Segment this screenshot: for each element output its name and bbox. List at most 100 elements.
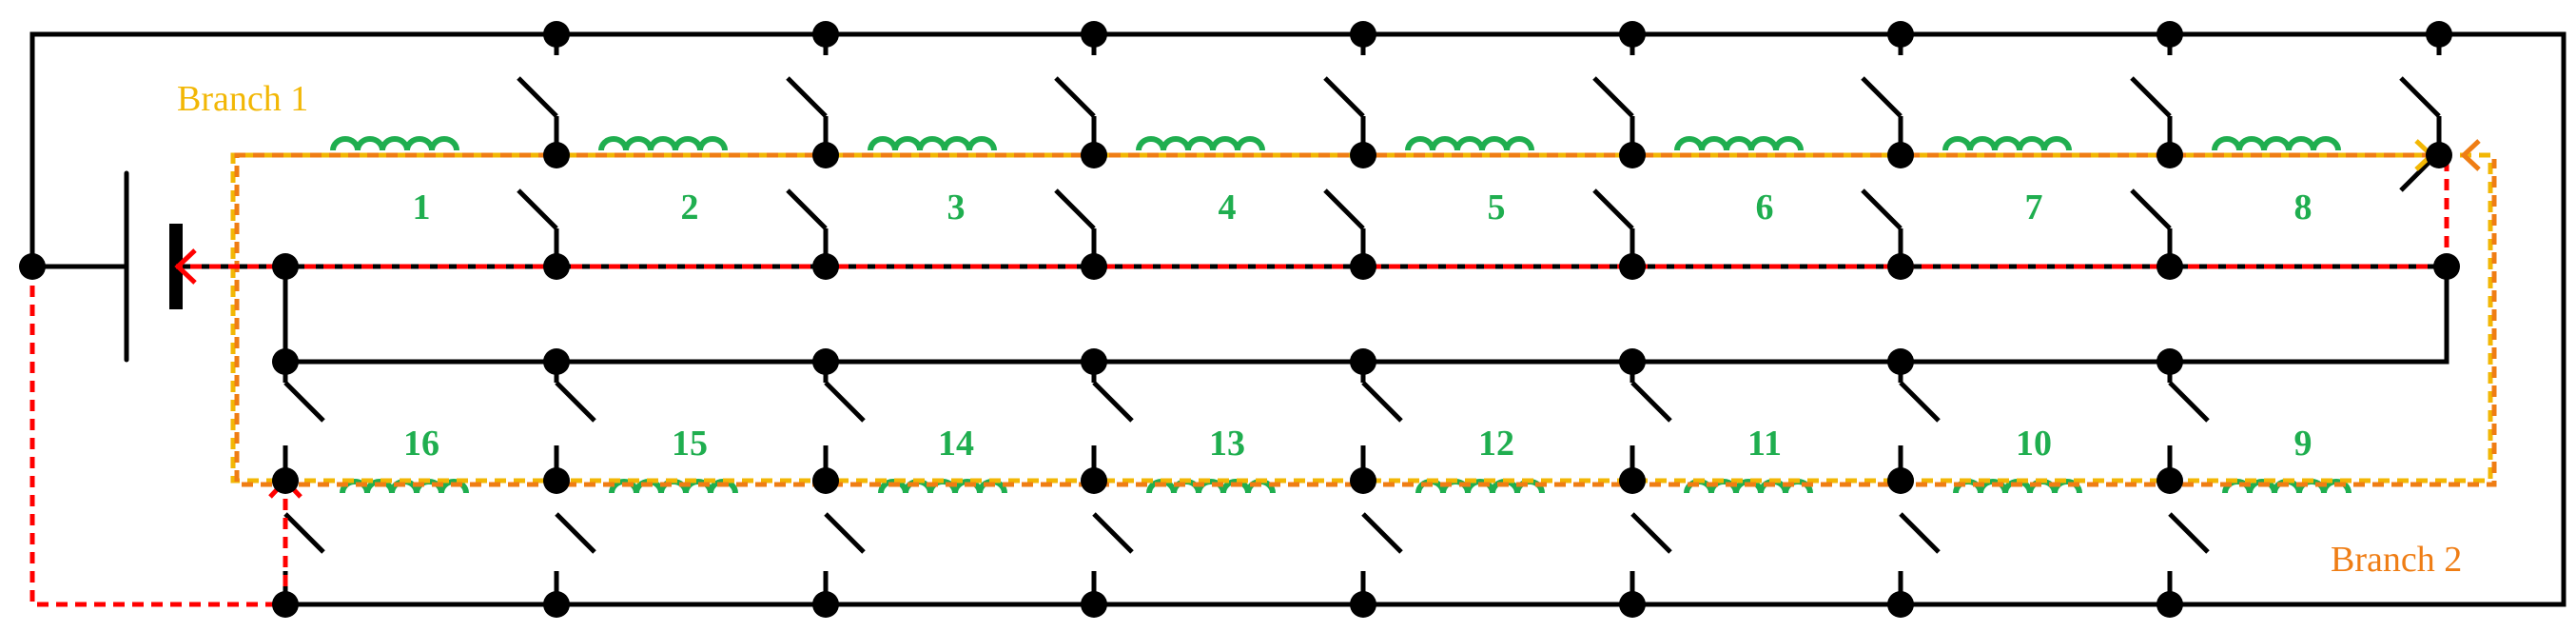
top-coil: [1674, 136, 1804, 151]
junction-node: [272, 348, 299, 375]
coil-label-top: 3: [947, 188, 966, 227]
junction-node: [543, 142, 570, 168]
bottom-switch-blade: [1092, 512, 1134, 554]
top-coil: [1136, 136, 1265, 151]
junction-node: [1081, 348, 1107, 375]
coil-label-top: 5: [1488, 188, 1506, 227]
mid-switch-blade: [1861, 188, 1903, 230]
junction-node: [19, 253, 46, 280]
middle-bus-wire: [283, 264, 2449, 365]
junction-node: [1081, 253, 1107, 280]
bottom-switch-blade: [1899, 512, 1941, 554]
bottom-switch-blade: [555, 512, 596, 554]
branch-2-path: [234, 152, 2497, 487]
mid-switch-blade: [1323, 188, 1365, 230]
mid-switch-blade: [1592, 188, 1634, 230]
junction-node: [543, 21, 570, 48]
junction-node: [812, 591, 839, 618]
bottom-switch-blade: [1361, 512, 1403, 554]
top-switch-blade: [1323, 76, 1365, 118]
junction-node: [2156, 253, 2183, 280]
bottom-coil: [1684, 479, 1813, 494]
top-coil: [1942, 136, 2072, 151]
top-rail-wire: [29, 31, 2566, 607]
junction-node: [272, 467, 299, 494]
junction-node: [2156, 591, 2183, 618]
junction-node: [1081, 591, 1107, 618]
junction-node: [2433, 253, 2460, 280]
junction-node: [812, 21, 839, 48]
junction-node: [812, 142, 839, 168]
coil-label-bottom: 10: [2016, 424, 2052, 464]
junction-node: [1619, 21, 1646, 48]
top-switch-blade: [1592, 76, 1634, 118]
junction-node: [1350, 591, 1376, 618]
circuit-wiring: [29, 31, 2566, 607]
junction-node: [272, 591, 299, 618]
junction-node: [1887, 467, 1914, 494]
junction-node: [1619, 253, 1646, 280]
junction-node: [1619, 591, 1646, 618]
junction-node: [1350, 348, 1376, 375]
branch-1-label: Branch 1: [177, 79, 308, 119]
bottom-coil: [1415, 479, 1545, 494]
junction-node: [1887, 591, 1914, 618]
junction-node: [543, 253, 570, 280]
junction-node: [812, 253, 839, 280]
bottom-switch-blade: [283, 512, 325, 554]
top-coil: [1405, 136, 1534, 151]
top-coil: [330, 136, 459, 151]
junction-node: [1887, 21, 1914, 48]
lower-switch-blade: [1092, 381, 1134, 423]
junction-node: [1081, 142, 1107, 168]
coil-label-bottom: 14: [938, 424, 974, 464]
coil-label-top: 8: [2294, 188, 2313, 227]
junction-node: [812, 348, 839, 375]
junction-node: [543, 591, 570, 618]
junction-node: [272, 253, 299, 280]
coil-label-top: 4: [1219, 188, 1237, 227]
top-switch-blade: [786, 76, 828, 118]
junction-node: [2156, 467, 2183, 494]
junction-node: [1081, 21, 1107, 48]
top-coil: [2212, 136, 2341, 151]
coil-label-bottom: 15: [672, 424, 708, 464]
junction-node: [1619, 142, 1646, 168]
mid-switch-blade: [517, 188, 558, 230]
lower-switch-blade: [1630, 381, 1672, 423]
top-switch-blade: [2399, 76, 2441, 118]
junction-node: [2156, 142, 2183, 168]
coil-label-top: 2: [681, 188, 699, 227]
lower-switch-blade: [555, 381, 596, 423]
top-coil: [598, 136, 728, 151]
mid-switch-blade: [1054, 188, 1096, 230]
coil-label-top: 1: [413, 188, 431, 227]
junction-node: [2156, 348, 2183, 375]
mid-switch-blade: [786, 188, 828, 230]
mid-switch-blade: [2130, 188, 2172, 230]
top-coil: [868, 136, 997, 151]
lower-switch-blade: [1361, 381, 1403, 423]
junction-node: [1350, 21, 1376, 48]
bottom-switch-blade: [2168, 512, 2210, 554]
branch-1-path: [230, 152, 2493, 484]
coil-label-top: 7: [2025, 188, 2043, 227]
junction-node: [2426, 142, 2452, 168]
branch-2-arrow: [2460, 139, 2481, 171]
junction-node: [1350, 467, 1376, 494]
junction-node: [1887, 253, 1914, 280]
current-paths: [29, 139, 2497, 607]
junction-node: [1350, 142, 1376, 168]
switch-array: [283, 34, 2442, 604]
current-arrow-left: [174, 248, 197, 285]
coil-label-bottom: 12: [1478, 424, 1514, 464]
junction-node: [812, 467, 839, 494]
current-source-path: [29, 267, 288, 607]
coil-label-bottom: 9: [2294, 424, 2313, 464]
junction-node: [1619, 467, 1646, 494]
coil-label-top: 6: [1756, 188, 1774, 227]
lower-switch-blade: [824, 381, 866, 423]
lower-switch-blade: [2168, 381, 2210, 423]
